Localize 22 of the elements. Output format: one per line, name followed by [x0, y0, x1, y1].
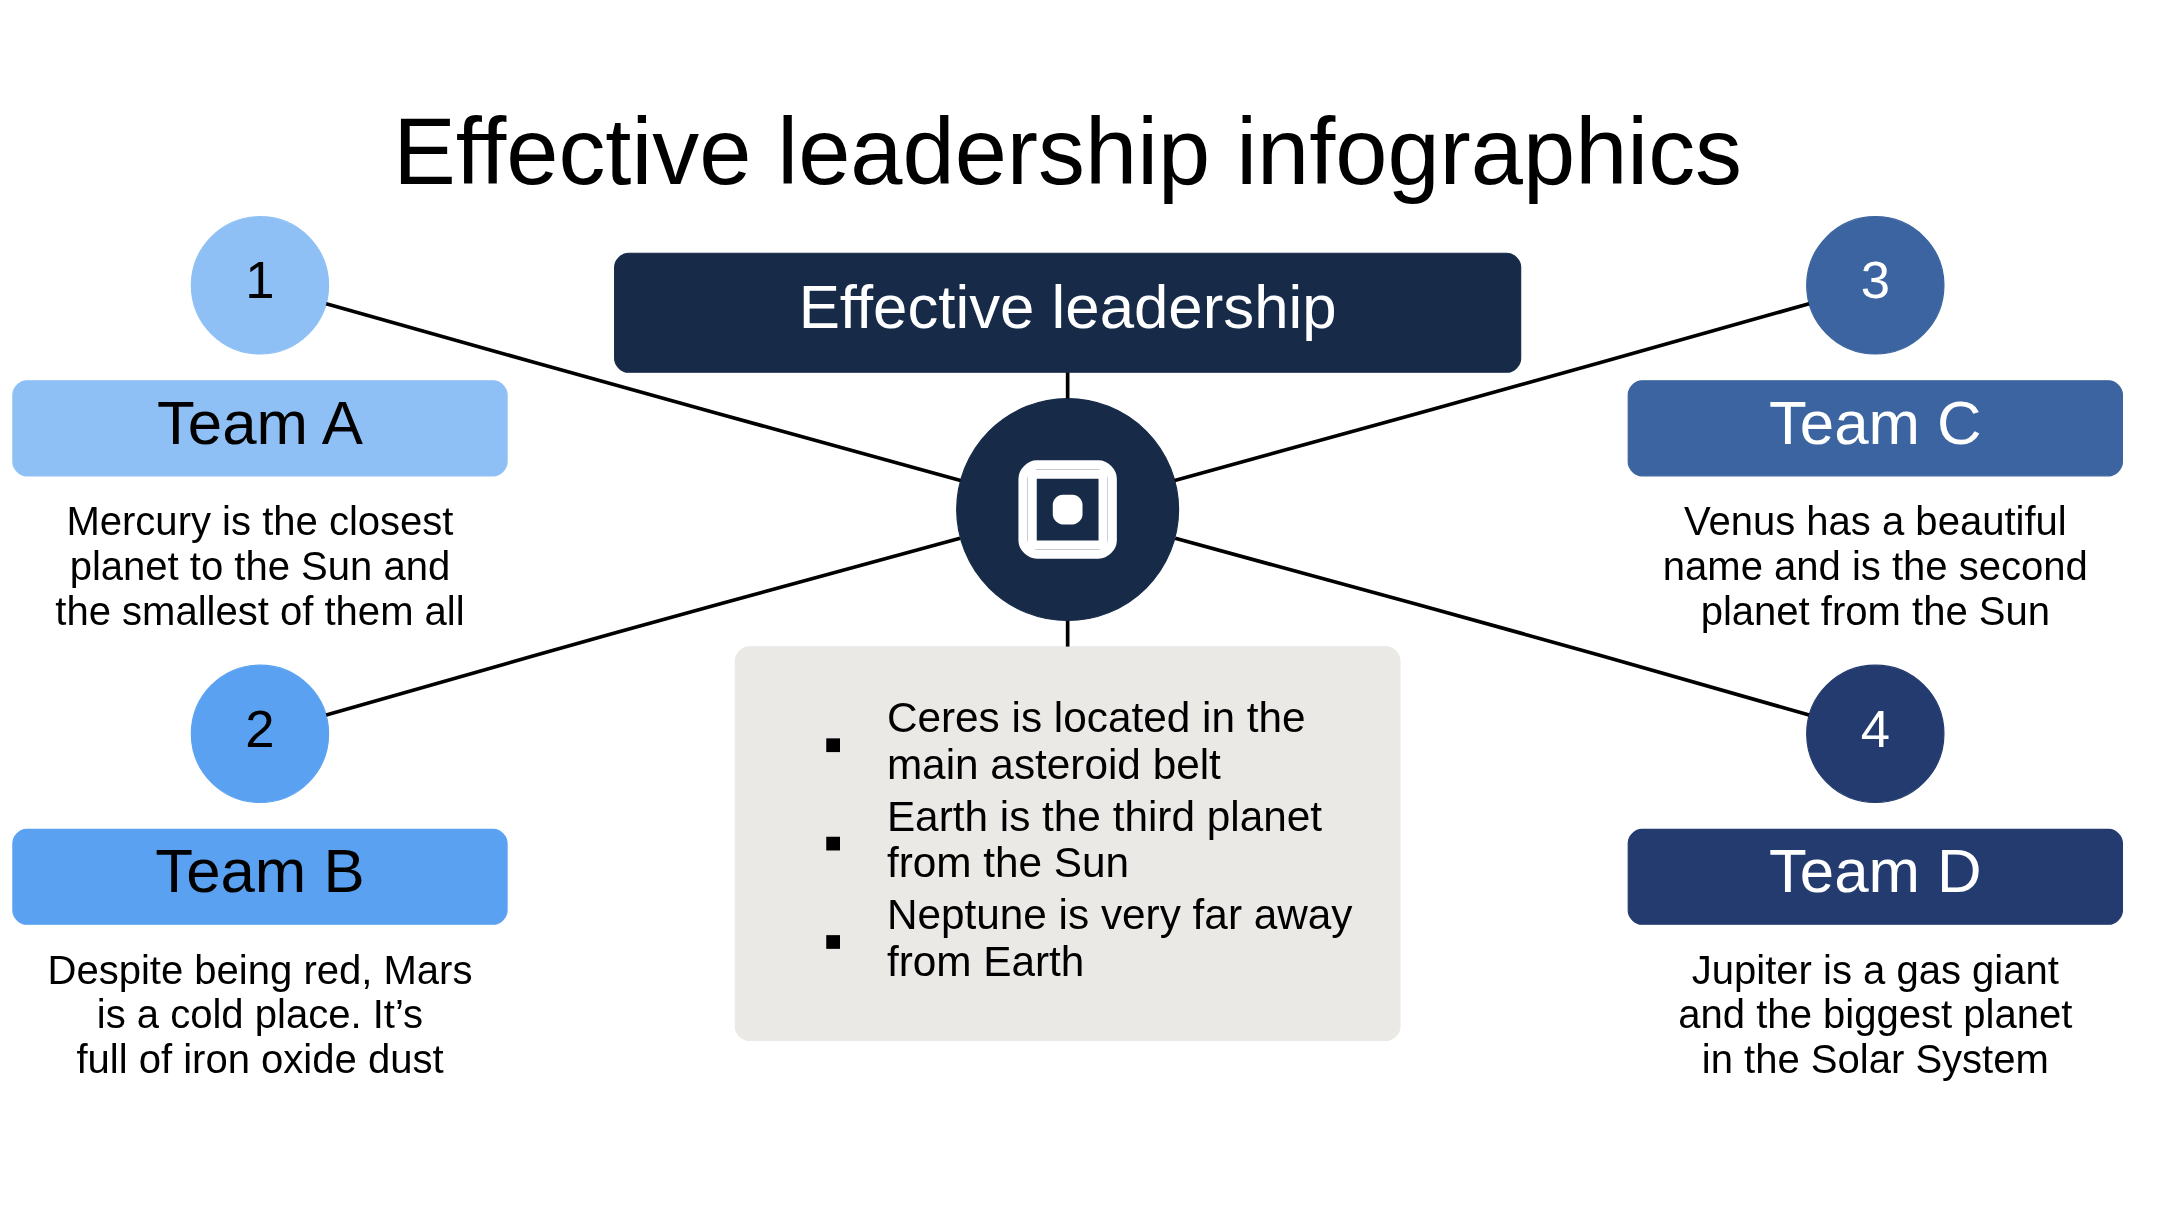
- diagram-title: Effective leadership infographics: [393, 98, 1742, 204]
- node-box: Team D: [1627, 828, 2123, 925]
- connector: [1174, 536, 1810, 717]
- node-circle: 2: [190, 664, 330, 803]
- node-label: Jupiter is a gas giant and the biggest planet in the Solar System: [1678, 947, 2073, 1081]
- node-label: Venus has a beautiful name and is the second planet from the Sun: [1662, 498, 2088, 633]
- node-circle: 1: [190, 215, 330, 355]
- connector: [325, 301, 962, 482]
- connector: [325, 536, 961, 717]
- node-box: Team A: [12, 379, 508, 476]
- node-box: Effective leadership: [614, 252, 1522, 373]
- node-box: Team B: [12, 828, 508, 925]
- node-circle: [956, 397, 1180, 621]
- connector: [1065, 371, 1070, 398]
- node-box: Ceres is located in the main asteroid belt Earth is the third planet from the Sun Neptune is very far away from Earth: [734, 645, 1401, 1041]
- connector: [1174, 301, 1810, 482]
- node-box: Team C: [1627, 379, 2123, 476]
- node-label: Mercury is the closest planet to the Sun and the smallest of them all: [55, 498, 465, 633]
- node-circle: 4: [1806, 664, 1945, 803]
- node-circle: 3: [1806, 215, 1945, 355]
- connector: [1065, 620, 1070, 647]
- node-label: Despite being red, Mars is a cold place. It’s full of iron oxide dust: [47, 947, 473, 1081]
